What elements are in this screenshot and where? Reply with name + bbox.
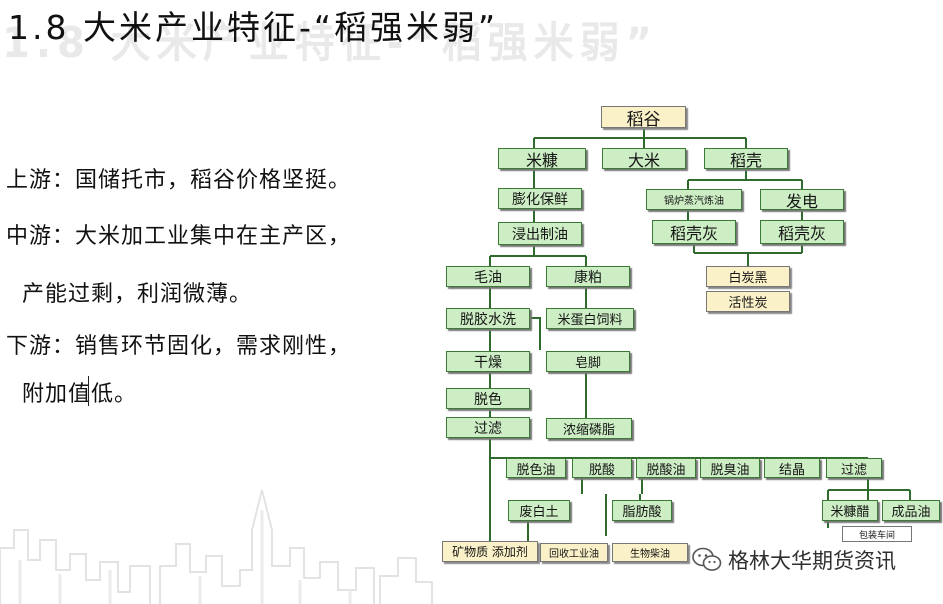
text-cursor (88, 376, 89, 406)
node-biodiesel: 生物柴油 (612, 543, 688, 562)
node-boiler: 锅炉蒸汽炼油 (646, 189, 742, 210)
node-finished-oil: 成品油 (882, 500, 940, 521)
node-meal: 康粕 (546, 266, 630, 287)
node-mineral: 矿物质 添加剂 (442, 541, 538, 562)
node-extraction: 浸出制油 (498, 222, 582, 245)
node-activated-carbon: 活性炭 (706, 291, 790, 312)
bullet-downstream: 下游：销售环节固化，需求刚性， (6, 334, 352, 359)
brand-name: 格林大华期货资讯 (728, 549, 896, 573)
node-decolor: 脱色 (446, 388, 530, 409)
brand-badge: 格林大华期货资讯 (692, 543, 896, 577)
bullet-downstream-cont: 附加值低。 (6, 382, 137, 407)
node-crystal: 结晶 (764, 458, 820, 478)
node-husk-ash-1: 稻壳灰 (652, 220, 736, 244)
city-skyline-decoration (0, 489, 433, 604)
node-carbon-black: 白炭黑 (706, 266, 790, 287)
node-wax: 米糠醋 (822, 500, 878, 521)
rice-industry-flow-diagram: 稻谷 米糠 大米 稻壳 膨化保鲜 浸出制油 锅炉蒸汽炼油 发电 稻壳灰 稻壳灰 … (436, 96, 943, 566)
node-puffed: 膨化保鲜 (498, 188, 582, 209)
bullet-midstream-cont: 产能过剩，利润微薄。 (6, 282, 252, 307)
wechat-icon (692, 547, 722, 571)
bullet-midstream: 中游：大米加工业集中在主产区， (6, 224, 352, 249)
title-watermark: 1.8 大米产业特征-“稻强米弱” (0, 0, 943, 90)
node-filter-1: 过滤 (446, 417, 530, 438)
node-husk: 稻壳 (704, 148, 788, 170)
node-soapstock: 皂脚 (546, 351, 630, 372)
node-husk-ash-2: 稻壳灰 (760, 220, 844, 244)
node-clay: 废白土 (508, 500, 570, 521)
node-bran: 米糠 (498, 148, 586, 170)
node-crude-oil: 毛油 (446, 266, 530, 287)
node-degum: 脱胶水洗 (446, 308, 530, 329)
node-milled-rice: 大米 (602, 148, 686, 170)
node-power: 发电 (760, 189, 844, 211)
bullet-upstream: 上游：国储托市，稻谷价格坚挺。 (6, 168, 352, 193)
node-packaging: 包装车间 (842, 526, 912, 542)
node-deacid: 脱酸 (572, 458, 632, 478)
node-rice: 稻谷 (601, 106, 686, 130)
node-recycled: 回收工业油 (540, 543, 608, 562)
node-deodor-oil: 脱臭油 (700, 458, 760, 478)
node-phospholipid: 浓缩磷脂 (546, 418, 632, 439)
page-title: 1.8 大米产业特征-“稻强米弱” (8, 8, 499, 47)
node-fatty-acid: 脂肪酸 (612, 500, 672, 521)
node-protein-feed: 米蛋白饲料 (546, 308, 634, 329)
node-deacid-oil: 脱酸油 (636, 458, 696, 478)
node-filter-2: 过滤 (826, 458, 882, 478)
node-decolor-oil: 脱色油 (506, 458, 566, 478)
node-dry: 干燥 (446, 351, 530, 372)
title-watermark-text: 1.8 大米产业特征-“稻强米弱” (2, 19, 658, 68)
